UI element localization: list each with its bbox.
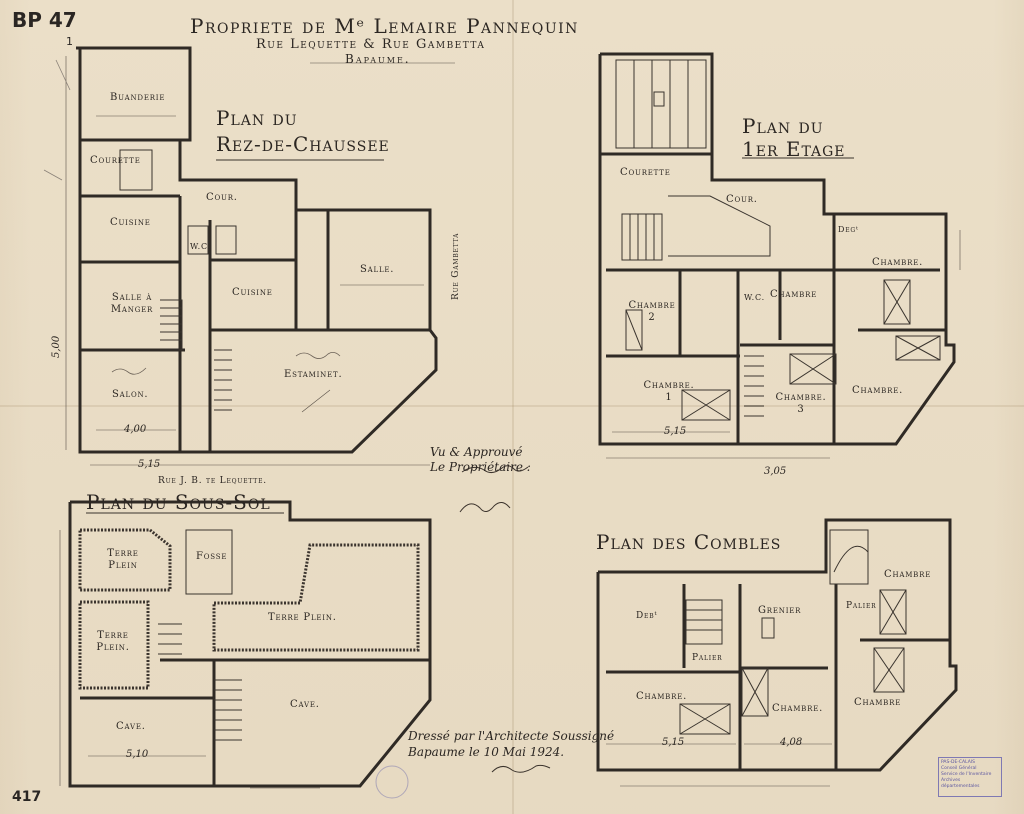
room-wc: W.C. <box>190 242 211 251</box>
margin-signature <box>295 352 341 359</box>
room-chambre-right-1: Chambre. <box>872 257 924 268</box>
dim-attic-b: 4,08 <box>780 737 803 748</box>
room-terre-plein-3: Terre Plein. <box>268 612 337 623</box>
owner-signature <box>461 465 529 474</box>
room-cour: Cour. <box>206 192 238 203</box>
property-title: Propriete de Mᵉ Lemaire Pannequin <box>190 14 579 38</box>
archive-stamp: PAS-DE-CALAIS Conseil Général Service de… <box>938 757 1002 797</box>
room-courette: Courette <box>90 155 141 166</box>
dim-first-b: 3,05 <box>764 466 787 477</box>
room-palier-2: Palier <box>846 601 877 611</box>
room-palier: Palier <box>692 653 723 663</box>
room-salon: Salon. <box>112 389 149 400</box>
dim-first-a: 5,15 <box>664 426 687 437</box>
dim-cave: 5,10 <box>126 749 149 760</box>
room-salle-a-manger: Salle à Manger <box>110 292 154 315</box>
basement-walls <box>59 500 432 789</box>
room-estaminet: Estaminet. <box>284 369 343 380</box>
room-courette-first: Courette <box>620 167 671 178</box>
room-cour-first: Cour. <box>726 194 758 205</box>
street-lequette: Rue J. B. te Lequette. <box>158 476 267 486</box>
dim-ground-width: 4,00 <box>124 424 147 435</box>
dim-ground-total: 5,15 <box>138 459 161 470</box>
first-floor-walls <box>598 52 961 459</box>
room-degagement: Degᵗ <box>838 225 859 234</box>
room-cuisine-center: Cuisine <box>232 287 273 298</box>
ground-floor-title-line2: Rez-de-Chaussee <box>216 132 390 156</box>
margin-number-top: 1 <box>66 35 73 48</box>
room-chambre-attic-3: Chambre. <box>772 703 824 714</box>
drawn-by-line-1: Dressé par l'Architecte Soussigné <box>408 729 615 743</box>
room-wc-first: W.C. <box>744 293 765 302</box>
dim-attic-a: 5,15 <box>662 737 685 748</box>
room-chambre-2: Chambre 2 <box>628 300 676 323</box>
dim-ground-height: 5,00 <box>51 335 62 358</box>
stamp-line-1: PAS-DE-CALAIS <box>941 760 976 765</box>
architect-signature <box>491 764 551 773</box>
room-chambre-1: Chambre. 1 <box>643 380 695 403</box>
approval-signature <box>459 502 511 513</box>
attic-walls <box>596 518 958 787</box>
street-gambetta: Rue Gambetta <box>451 232 461 300</box>
approval-line-1: Vu & Approuvé <box>430 445 523 459</box>
room-cave-2: Cave. <box>290 699 320 710</box>
room-chambre-attic-top: Chambre <box>884 569 932 580</box>
room-chambre-small: Chambre <box>770 289 818 300</box>
pencil-mark <box>55 59 71 91</box>
basement-title: Plan du Sous-Sol <box>86 490 271 514</box>
attic-title: Plan des Combles <box>596 530 782 554</box>
room-chambre-attic-right: Chambre <box>854 697 902 708</box>
room-chambre-attic-left: Chambre. <box>636 691 688 702</box>
room-grenier: Grenier <box>758 605 802 616</box>
paper-fold-vertical <box>512 0 514 814</box>
drawn-by-line-2: Bapaume le 10 Mai 1924. <box>408 745 565 759</box>
first-floor-title-line2: 1er Etage <box>742 137 846 161</box>
sheet-number: 417 <box>12 789 42 805</box>
margin-signature-2 <box>111 367 147 375</box>
room-terre-plein-1: Terre Plein <box>107 548 139 571</box>
first-floor-title-line1: Plan du <box>742 114 824 138</box>
pencil-mark <box>43 169 63 181</box>
room-chambre-3: Chambre. 3 <box>775 392 827 415</box>
ground-floor-title-line1: Plan du <box>216 106 298 130</box>
room-chambre-right-2: Chambre. <box>852 385 904 396</box>
stamp-line-2: Conseil Général <box>941 766 977 771</box>
paper-fold-horizontal <box>0 405 1024 407</box>
room-debarras: Debᵗ <box>636 611 658 621</box>
property-streets: Rue Lequette & Rue Gambetta <box>256 37 486 52</box>
room-terre-plein-2: Terre Plein. <box>96 630 130 653</box>
room-fosse: Fosse <box>196 551 228 562</box>
room-buanderie: Buanderie <box>110 92 166 103</box>
round-stamp <box>375 765 409 799</box>
ground-floor-walls <box>65 46 438 466</box>
property-town: Bapaume. <box>345 52 411 66</box>
room-cuisine-left: Cuisine <box>110 217 151 228</box>
stamp-line-4: Archives départementales <box>941 778 980 789</box>
stamp-line-3: Service de l'Inventaire <box>941 772 992 777</box>
room-salle: Salle. <box>360 264 395 275</box>
approval-line-2: Le Propriétaire : <box>430 460 531 474</box>
room-cave: Cave. <box>116 721 146 732</box>
reference-code: BP 47 <box>12 8 77 32</box>
